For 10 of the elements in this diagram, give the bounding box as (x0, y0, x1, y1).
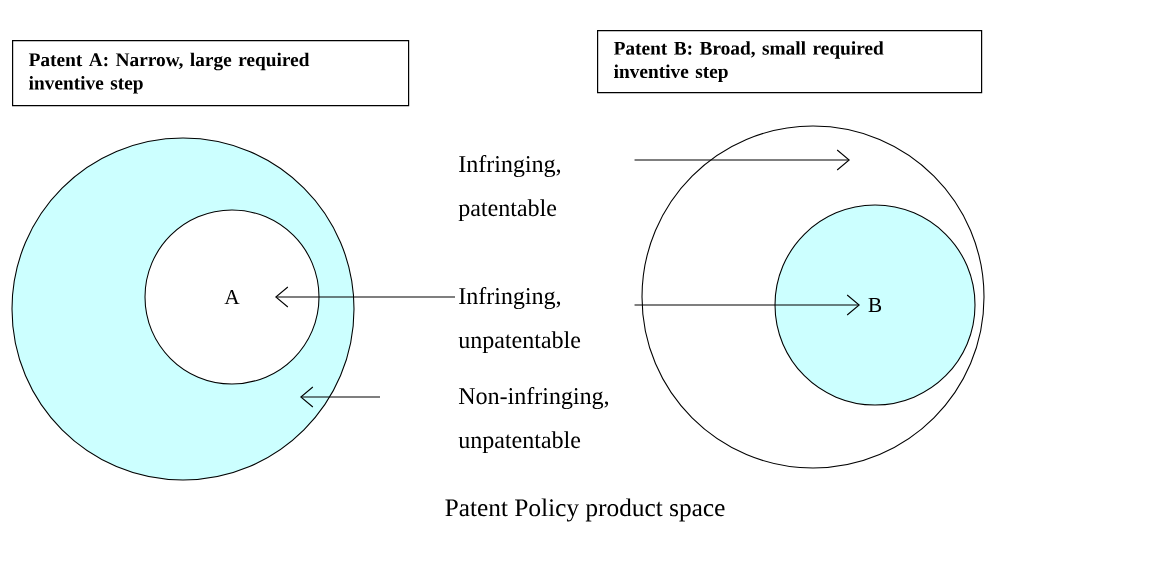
arrow (634, 149, 850, 171)
arrow (300, 386, 381, 408)
title-box: Patent B: Broad, small required inventive step (597, 30, 983, 94)
title-box: Patent A: Narrow, large required inventive step (12, 40, 410, 107)
arrow (634, 294, 860, 316)
caption: Patent Policy product space (445, 498, 725, 522)
arrow (275, 286, 456, 308)
region-label: Non-infringing, unpatentable (458, 387, 609, 453)
region-label: Infringing, patentable (458, 155, 561, 221)
region-label: Infringing, unpatentable (458, 287, 581, 353)
